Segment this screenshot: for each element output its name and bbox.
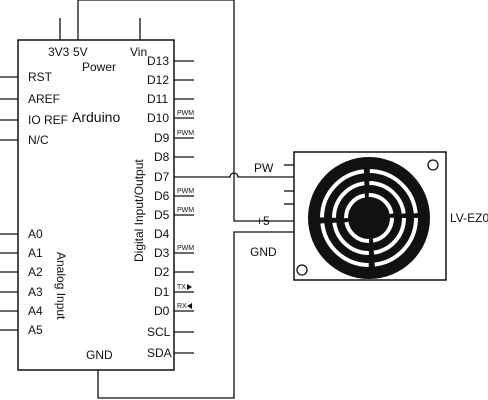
pwm-tag-d10: PWM bbox=[177, 110, 194, 117]
pin-label-a5: A5 bbox=[28, 323, 43, 337]
pin-label-3v3: 3V3 bbox=[48, 45, 70, 59]
wire-label-5v: +5 bbox=[256, 214, 270, 228]
pin-label-d3: D3 bbox=[154, 246, 170, 260]
digital-pin-group: D13 D12 D11 D10 D9 D8 D7 D6 D5 D4 D3 D2 … bbox=[132, 54, 194, 360]
pin-label-ioref: IO REF bbox=[28, 113, 68, 127]
digital-group-label: Digital Input/Output bbox=[132, 159, 146, 262]
pin-label-d8: D8 bbox=[154, 150, 170, 164]
pin-label-d6: D6 bbox=[154, 189, 170, 203]
power-group-label: Power bbox=[82, 60, 116, 74]
wire-label-gnd: GND bbox=[250, 245, 277, 259]
pin-label-d5: D5 bbox=[154, 208, 170, 222]
pin-label-a2: A2 bbox=[28, 265, 43, 279]
wire-label-pw: PW bbox=[254, 161, 274, 175]
pin-label-d11: D11 bbox=[147, 92, 168, 106]
pwm-tag-d6: PWM bbox=[177, 188, 194, 195]
arduino-title: Arduino bbox=[72, 109, 120, 125]
pin-label-d10: D10 bbox=[147, 111, 169, 125]
mounting-hole-icon bbox=[296, 264, 308, 276]
sensor-lv-ez0: LV-EZ0 bbox=[284, 151, 488, 281]
pin-label-a1: A1 bbox=[28, 246, 43, 260]
transducer-ring bbox=[320, 169, 418, 267]
pin-label-5v: 5V bbox=[73, 45, 88, 59]
wire-5v-to-sensor bbox=[78, 0, 294, 222]
pin-label-d13: D13 bbox=[147, 54, 169, 68]
pin-label-d0: D0 bbox=[154, 304, 170, 318]
tx-arrow-icon bbox=[187, 284, 192, 290]
pin-label-d12: D12 bbox=[147, 73, 169, 87]
pwm-tag-d3: PWM bbox=[177, 245, 194, 252]
pin-label-a4: A4 bbox=[28, 304, 43, 318]
arduino-board bbox=[17, 39, 175, 371]
pin-label-a0: A0 bbox=[28, 227, 43, 241]
sensor-name-label: LV-EZ0 bbox=[450, 211, 488, 225]
left-pin-group: RST AREF IO REF N/C bbox=[0, 70, 68, 147]
pin-label-d9: D9 bbox=[154, 131, 170, 145]
pwm-tag-d9: PWM bbox=[177, 130, 194, 137]
pin-label-nc: N/C bbox=[28, 133, 49, 147]
pin-label-gnd-board: GND bbox=[86, 348, 113, 362]
pin-label-d1: D1 bbox=[154, 285, 170, 299]
pin-label-vin: Vin bbox=[130, 45, 147, 59]
pwm-tag-d5: PWM bbox=[177, 207, 194, 214]
tx-tag: TX bbox=[177, 284, 186, 291]
wire-gnd-to-sensor bbox=[97, 231, 294, 399]
pin-label-a3: A3 bbox=[28, 285, 43, 299]
pin-label-aref: AREF bbox=[28, 92, 60, 106]
mounting-hole-icon bbox=[427, 159, 439, 171]
rx-tag: RX bbox=[177, 303, 187, 310]
pin-label-d2: D2 bbox=[154, 265, 170, 279]
pin-label-scl: SCL bbox=[147, 325, 171, 339]
analog-group-label: Analog Input bbox=[54, 252, 68, 320]
rx-arrow-icon bbox=[187, 303, 192, 309]
transducer-ring bbox=[344, 193, 394, 243]
wire-d7-to-pw bbox=[174, 172, 294, 178]
analog-pin-group: A0 A1 A2 A3 A4 A5 Analog Input bbox=[0, 227, 68, 337]
pin-label-sda: SDA bbox=[147, 346, 172, 360]
pin-label-d4: D4 bbox=[154, 227, 170, 241]
pin-label-d7: D7 bbox=[154, 170, 170, 184]
transducer-ring bbox=[332, 181, 406, 255]
transducer-center bbox=[360, 209, 378, 227]
pin-label-rst: RST bbox=[28, 70, 53, 84]
